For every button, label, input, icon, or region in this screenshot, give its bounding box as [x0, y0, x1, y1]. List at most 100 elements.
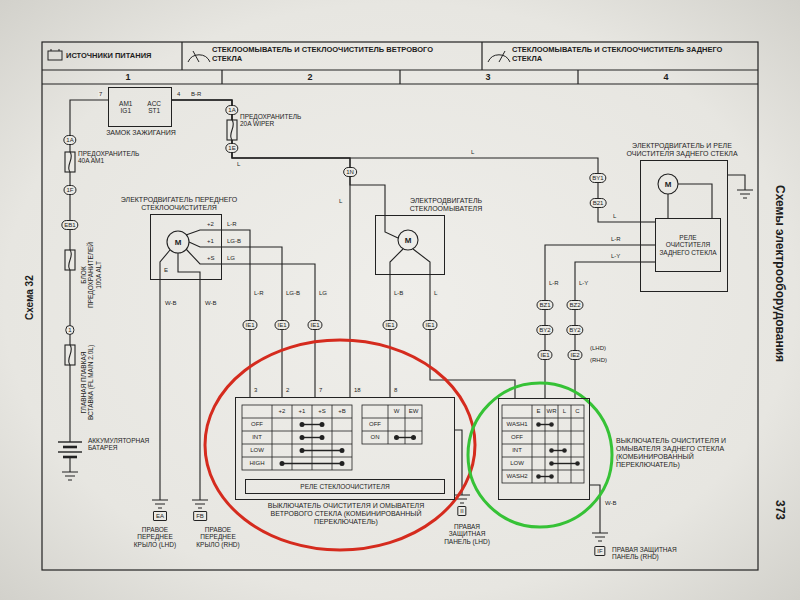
- wire-color: L: [470, 149, 475, 156]
- washer-motor-box: ЭЛЕКТРОДВИГАТЕЛЬ СТЕКЛООМЫВАТЕЛЯ: [375, 215, 445, 275]
- switch-box: ВЫКЛЮЧАТЕЛЬ ОЧИСТИТЕЛЯ И ОМЫВАТЕЛЯ ВЕТРО…: [235, 397, 455, 500]
- connector-code: EB1: [61, 220, 78, 230]
- table-cell: WR: [545, 405, 558, 418]
- switch-table: [242, 405, 584, 483]
- pin-name: AM1: [115, 100, 137, 107]
- connector-code: 1F: [63, 185, 76, 195]
- pin-name: 2: [285, 387, 290, 394]
- pin-name: ST1: [143, 107, 165, 114]
- header-icon: [188, 55, 210, 62]
- wire-color: L: [612, 213, 617, 220]
- switch-box: ВЫКЛЮЧАТЕЛЬ ОЧИСТИТЕЛЯ И ОМЫВАТЕЛЯ ЗАДНЕ…: [498, 398, 590, 500]
- table-cell: +S: [312, 405, 332, 418]
- switch-contact: [280, 423, 579, 478]
- switch-contact: [563, 449, 566, 452]
- pin-name: 4: [176, 91, 181, 98]
- ground-code: FB: [193, 511, 207, 521]
- pin-name: +2: [206, 221, 215, 228]
- node-caption: ЗАМОК ЗАЖИГАНИЯ: [101, 129, 181, 137]
- motor-symbol: [186, 230, 222, 235]
- switch-contact: [302, 450, 342, 451]
- switch-contact: [300, 436, 304, 440]
- pin-name: IG1: [115, 107, 137, 114]
- wire-color: L-B: [393, 290, 404, 297]
- table-cell: +B: [332, 405, 352, 418]
- column-number: 2: [307, 72, 312, 82]
- wire-color: W-B: [604, 500, 618, 507]
- motor-symbol: [160, 250, 170, 280]
- motor-symbol: [678, 184, 712, 218]
- connector-code: BY2: [536, 325, 553, 335]
- pin-name: (RHD): [589, 357, 608, 364]
- box-text: РЕЛЕ ОЧИСТИТЕЛЯ ЗАДНЕГО СТЕКЛА: [658, 234, 718, 256]
- relay-box: РЕЛЕ ОЧИСТИТЕЛЯ ЗАДНЕГО СТЕКЛА: [655, 218, 721, 272]
- ground-symbol: [152, 500, 168, 508]
- motor-symbol-letter: M: [405, 236, 412, 245]
- wire-color: L-R: [548, 280, 560, 287]
- wire-color: L: [338, 198, 343, 205]
- column-number: 3: [485, 72, 490, 82]
- column-number: 4: [663, 72, 668, 82]
- part-name: АККУМУЛЯТОРНАЯ БАТАРЕЯ: [88, 437, 150, 452]
- table-cell: EW: [405, 405, 422, 418]
- page-frame: [42, 42, 758, 570]
- switch-contact: [395, 436, 399, 440]
- fuse-symbol: [65, 250, 75, 270]
- connector-code: IE1: [242, 320, 257, 330]
- battery-symbol: [58, 442, 82, 457]
- part-name: ПРАВАЯ ЗАЩИТНАЯ ПАНЕЛЬ (RHD): [612, 546, 692, 561]
- fuse-symbol: [69, 345, 72, 365]
- power-wire: [69, 457, 70, 472]
- motor-symbol: [160, 174, 712, 280]
- fuse-symbol: [69, 250, 72, 270]
- wire-color: L-Y: [578, 280, 589, 287]
- wire: [222, 247, 282, 397]
- battery-symbol: [63, 456, 77, 459]
- battery-symbol: [63, 446, 77, 449]
- node-caption: ЭЛЕКТРОДВИГАТЕЛЬ И РЕЛЕ ОЧИСТИТЕЛЯ ЗАДНЕ…: [626, 142, 738, 158]
- table-cell: ON: [362, 431, 388, 444]
- switch-table: [502, 405, 584, 483]
- part-name: ПРАВАЯ ЗАЩИТНАЯ ПАНЕЛЬ (LHD): [436, 523, 498, 545]
- switch-contact: [576, 462, 579, 465]
- red-highlight: [205, 340, 475, 550]
- connector-code: 1A: [63, 135, 76, 145]
- ground-symbol: [62, 472, 78, 480]
- connector-code: IE1: [274, 320, 289, 330]
- switch-contact: [550, 462, 553, 465]
- switch-contact: [397, 437, 414, 438]
- switch-table: [242, 405, 352, 470]
- page-frame: [481, 42, 482, 70]
- part-name: БЛОК ПРЕДОХРАНИТЕЛЕЙ 100A ALT: [80, 235, 102, 315]
- motor-symbol: [385, 215, 398, 238]
- table-cell: +2: [272, 405, 292, 418]
- table-cell: L: [558, 405, 571, 418]
- table-cell: HIGH: [242, 457, 272, 470]
- switch-table: [362, 405, 422, 444]
- wire-color: L-R: [610, 236, 622, 243]
- section-heading: СТЕКЛООМЫВАТЕЛЬ И СТЕКЛООЧИСТИТЕЛЬ ВЕТРО…: [212, 46, 462, 63]
- switch-contact: [282, 463, 342, 464]
- page-frame: [399, 70, 400, 84]
- page-frame: [577, 70, 578, 84]
- pin-name: 8: [393, 387, 398, 394]
- switch-contact: [302, 437, 322, 438]
- motor-symbol-letter: M: [175, 238, 182, 247]
- connector-code: 1A: [225, 105, 238, 115]
- table-cell: OFF: [502, 431, 532, 444]
- header-icon: [488, 55, 510, 62]
- wire: [575, 262, 640, 398]
- table-cell: LOW: [502, 457, 532, 470]
- battery-symbol: [58, 451, 82, 452]
- pin-name: 7: [98, 91, 103, 98]
- switch-contact: [320, 436, 324, 440]
- connector-code: BY2: [566, 325, 583, 335]
- switch-contact: [550, 475, 553, 478]
- table-cell: WASH2: [502, 470, 532, 483]
- power-wire: [159, 280, 160, 500]
- switch-contact: [537, 423, 540, 426]
- motor-symbol-letter: M: [665, 180, 672, 189]
- wiper-motor-box: ЭЛЕКТРОДВИГАТЕЛЬ ПЕРЕДНЕГО СТЕКЛООЧИСТИТ…: [150, 214, 222, 280]
